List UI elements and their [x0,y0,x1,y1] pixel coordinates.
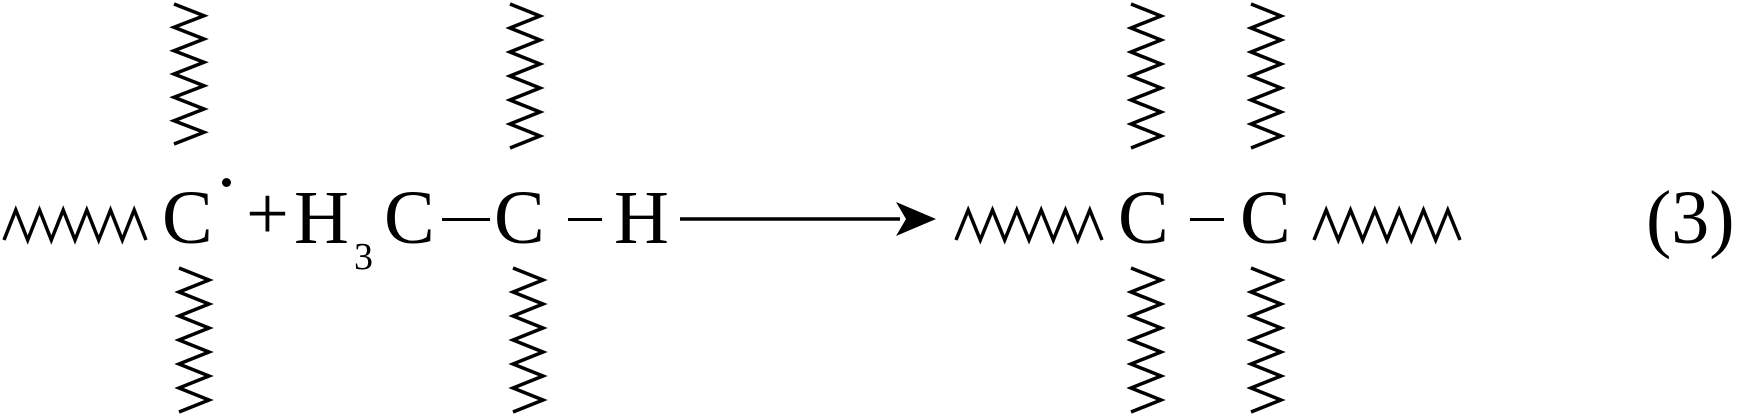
methyl-carbon: C [384,176,435,260]
chain-left-of-radical-carbon [2,205,148,245]
product-carbon-right: C [1240,176,1291,260]
equation-number: (3) [1646,176,1735,260]
chain-below-central-carbon [508,266,548,414]
bond-methyl-central [442,218,490,221]
methyl-hydrogen: H [294,176,349,260]
abstracted-hydrogen: H [614,176,669,260]
bond-central-hydrogen [568,218,602,221]
chain-above-central-carbon [505,2,545,150]
central-carbon-atom: C [494,176,545,260]
chain-below-product-right-carbon [1246,266,1286,414]
chain-right-of-product-carbon [1312,205,1462,245]
product-carbon-left: C [1118,176,1169,260]
chain-above-product-right-carbon [1246,2,1286,150]
plus-sign: + [246,172,289,256]
chain-above-radical-carbon [169,2,209,146]
chain-below-product-left-carbon [1126,266,1166,414]
radical-carbon-atom: C [162,176,213,260]
methyl-subscript: 3 [354,236,373,278]
radical-dot [222,178,231,187]
chain-left-of-product-carbon [954,205,1104,245]
bond-product-carbons [1190,218,1224,221]
chain-above-product-left-carbon [1126,2,1166,150]
chain-below-radical-carbon [174,266,214,414]
